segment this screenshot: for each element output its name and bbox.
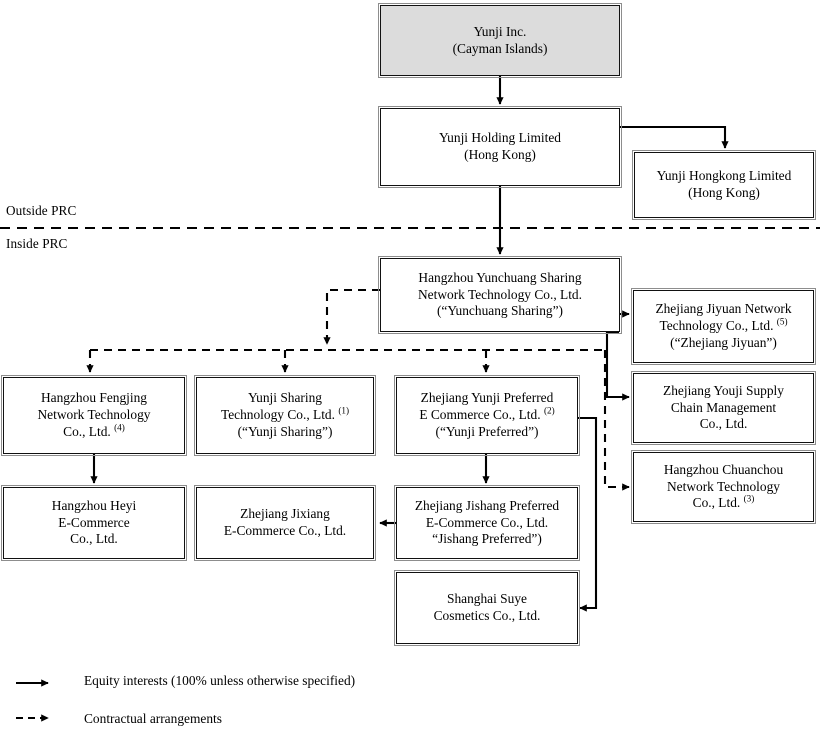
node-hangzhou-heyi[interactable]: Hangzhou Heyi E-Commerce Co., Ltd. — [1, 485, 187, 561]
node-zhejiang-jishang-preferred[interactable]: Zhejiang Jishang Preferred E-Commerce Co… — [394, 485, 580, 561]
node-yunchuang-line2: Network Technology Co., Ltd. — [418, 286, 582, 302]
node-yunji-hongkong-line2: (Hong Kong) — [688, 185, 760, 200]
node-suye-line1: Shanghai Suye — [447, 591, 527, 607]
node-fengjing-line1: Hangzhou Fengjing — [40, 390, 147, 406]
node-jiyuan-footnote: (5) — [776, 316, 788, 327]
node-jishang-line1: Zhejiang Jishang Preferred — [414, 497, 560, 513]
edge-vie-yunchuang-to-bus — [323, 288, 380, 345]
node-youji-line3: Co., Ltd. — [699, 416, 748, 432]
node-yunji-hongkong-line1: Yunji Hongkong Limited — [656, 168, 792, 184]
node-yunji-inc-line2: (Cayman Islands) — [452, 40, 548, 56]
node-yunji-holding-line2: (Hong Kong) — [464, 147, 536, 162]
node-jixiang-line1: Zhejiang Jixiang — [240, 506, 330, 522]
node-yunji-preferred-line2-wrap: E Commerce Co., Ltd. (2) — [419, 405, 555, 424]
edge-holding-to-hongkong — [619, 125, 729, 149]
node-yunji-holding-line1: Yunji Holding Limited — [439, 130, 561, 146]
edge-yunjipreferred-to-suye — [578, 416, 598, 612]
node-zhejiang-jiyuan[interactable]: Zhejiang Jiyuan Network Technology Co., … — [631, 288, 816, 365]
node-heyi-line3: Co., Ltd. — [70, 531, 118, 547]
node-yunji-sharing-line3: (“Yunji Sharing”) — [237, 423, 333, 439]
node-yunji-sharing-footnote: (1) — [338, 405, 350, 416]
edge-vie-bus-to-chuanchou — [603, 350, 630, 491]
node-yunji-preferred-line1: Zhejiang Yunji Preferred — [420, 390, 554, 406]
node-yunchuang-line1: Hangzhou Yunchuang Sharing — [418, 269, 582, 285]
label-outside-prc: Outside PRC — [6, 203, 77, 218]
node-chuanchou-line2: Network Technology — [667, 478, 780, 494]
node-jiyuan-line2-wrap: Technology Co., Ltd. (5) — [655, 316, 791, 335]
node-jiyuan-line3: (“Zhejiang Jiyuan”) — [670, 334, 777, 350]
node-chuanchou-footnote: (3) — [743, 493, 755, 504]
node-yunchuang-line3: (“Yunchuang Sharing”) — [436, 303, 564, 319]
node-shanghai-suye-cosmetics[interactable]: Shanghai Suye Cosmetics Co., Ltd. — [394, 570, 580, 646]
node-jishang-line3: “Jishang Preferred”) — [432, 531, 542, 547]
node-youji-line1: Zhejiang Youji Supply — [663, 382, 784, 398]
node-yunji-sharing-line2-wrap: Technology Co., Ltd. (1) — [220, 405, 350, 424]
node-zhejiang-jixiang[interactable]: Zhejiang Jixiang E-Commerce Co., Ltd. — [194, 485, 376, 561]
node-zhejiang-youji-supply-chain[interactable]: Zhejiang Youji Supply Chain Management C… — [631, 371, 816, 445]
node-yunji-hongkong-limited[interactable]: Yunji Hongkong Limited (Hong Kong) — [632, 150, 816, 220]
node-chuanchou-line3: Co., Ltd. — [692, 495, 741, 511]
node-youji-line2: Chain Management — [670, 399, 777, 415]
edge-yunchuang-to-youji — [605, 332, 630, 401]
label-inside-prc: Inside PRC — [6, 236, 68, 251]
node-yunji-sharing-line1: Yunji Sharing — [247, 390, 323, 406]
legend-equity-label: Equity interests (100% unless otherwise … — [84, 673, 356, 688]
node-fengjing-line2: Network Technology — [37, 407, 151, 423]
node-heyi-line1: Hangzhou Heyi — [51, 497, 137, 513]
node-jixiang-line2: E-Commerce Co., Ltd. — [223, 523, 347, 538]
node-heyi-line2: E-Commerce — [58, 514, 130, 530]
node-yunji-sharing[interactable]: Yunji Sharing Technology Co., Ltd. (1) (… — [194, 375, 376, 456]
node-jishang-line2: E-Commerce Co., Ltd. — [425, 514, 549, 530]
legend-contractual-label: Contractual arrangements — [84, 711, 222, 726]
node-hangzhou-chuanchou[interactable]: Hangzhou Chuanchou Network Technology Co… — [631, 450, 816, 524]
node-fengjing-line3-wrap: Co., Ltd. (4) — [38, 422, 151, 441]
node-yunji-preferred-line3: (“Yunji Preferred”) — [435, 423, 539, 439]
node-fengjing-line3: Co., Ltd. — [63, 423, 111, 439]
node-chuanchou-line3-wrap: Co., Ltd. (3) — [664, 493, 783, 512]
node-chuanchou-line1: Hangzhou Chuanchou — [663, 461, 784, 477]
node-yunji-inc-line1: Yunji Inc. — [473, 23, 527, 39]
node-yunji-sharing-line2: Technology Co., Ltd. — [220, 407, 335, 423]
node-yunji-preferred-line2: E Commerce Co., Ltd. — [419, 407, 541, 423]
node-suye-line2: Cosmetics Co., Ltd. — [433, 608, 541, 623]
node-jiyuan-line1: Zhejiang Jiyuan Network — [655, 301, 792, 317]
node-yunji-holding-limited[interactable]: Yunji Holding Limited (Hong Kong) — [378, 106, 622, 188]
node-jiyuan-line2: Technology Co., Ltd. — [659, 318, 774, 334]
node-fengjing-footnote: (4) — [114, 422, 125, 433]
node-hangzhou-fengjing[interactable]: Hangzhou Fengjing Network Technology Co.… — [1, 375, 187, 456]
node-zhejiang-yunji-preferred[interactable]: Zhejiang Yunji Preferred E Commerce Co.,… — [394, 375, 580, 456]
node-yunji-preferred-footnote: (2) — [543, 405, 555, 416]
node-hangzhou-yunchuang-sharing[interactable]: Hangzhou Yunchuang Sharing Network Techn… — [378, 256, 622, 334]
node-yunji-inc[interactable]: Yunji Inc. (Cayman Islands) — [378, 3, 622, 78]
